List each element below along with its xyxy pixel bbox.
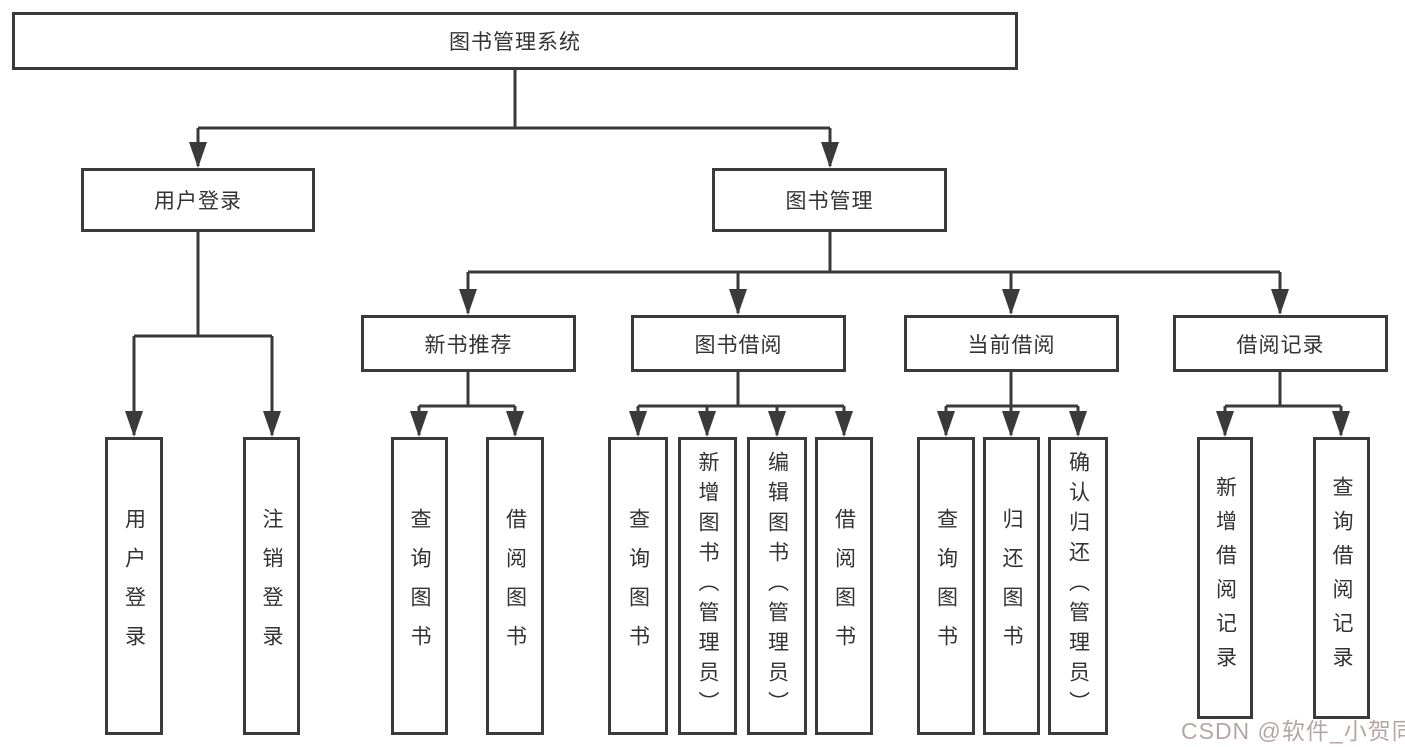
- leaf-add-borrow-record: 新增借阅记录: [1197, 437, 1253, 719]
- watermark: CSDN @软件_小贺同学: [1181, 718, 1405, 744]
- leaf-recommend-query-book: 查询图书: [391, 437, 448, 735]
- leaf-current-query-book: 查询图书: [917, 437, 975, 735]
- leaf-logout: 注销登录: [243, 437, 300, 735]
- leaf-query-borrow-record: 查询借阅记录: [1313, 437, 1370, 719]
- leaf-user-login: 用户登录: [105, 437, 163, 735]
- node-borrow-records: 借阅记录: [1173, 315, 1388, 372]
- node-current-borrow: 当前借阅: [904, 315, 1119, 372]
- node-new-book-recommend: 新书推荐: [361, 315, 576, 372]
- node-user-login: 用户登录: [81, 168, 315, 232]
- leaf-borrow-book: 借阅图书: [815, 437, 873, 735]
- leaf-return-book: 归还图书: [983, 437, 1040, 735]
- node-book-borrow: 图书借阅: [631, 315, 846, 372]
- leaf-add-book-admin: 新增图书（管理员）: [678, 437, 737, 735]
- node-book-management: 图书管理: [712, 168, 947, 232]
- leaf-edit-book-admin: 编辑图书（管理员）: [747, 437, 807, 735]
- leaf-recommend-borrow-book: 借阅图书: [486, 437, 544, 735]
- leaf-confirm-return-admin: 确认归还（管理员）: [1048, 437, 1108, 735]
- leaf-borrow-query-book: 查询图书: [608, 437, 668, 735]
- node-root-system: 图书管理系统: [12, 12, 1018, 70]
